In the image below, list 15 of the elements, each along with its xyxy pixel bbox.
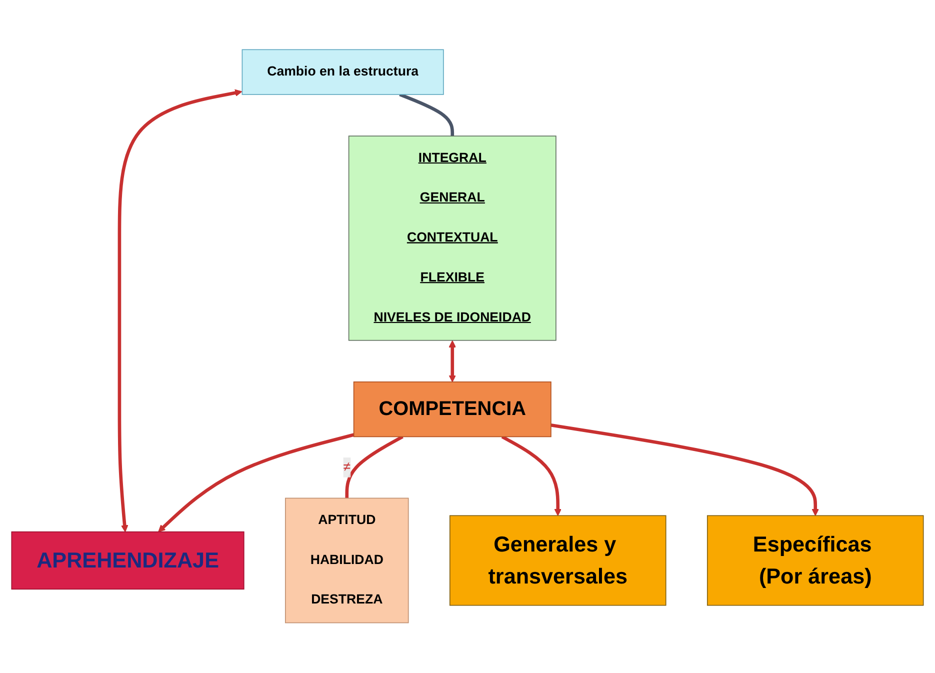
arrow: [501, 436, 562, 516]
arrow: [158, 433, 354, 532]
arrow: [118, 90, 242, 532]
connector: [399, 93, 454, 136]
diagram: ≠ Cambio en la estructura APREHENDIZAJE INTEGRAL GENERAL CONTEXTUAL FLEXIBLE NIVELES DE IDONEIDAD COMPETENCIA APTITUD HABILIDAD DESTREZA Generales y transversales Específicas (Por áreas): [5, 43, 930, 630]
node-box: [706, 516, 924, 606]
node-box: [449, 516, 666, 606]
arrow: [550, 424, 820, 516]
node-box: [242, 50, 444, 96]
node-box: [285, 498, 409, 624]
connector: [345, 436, 404, 498]
node-box: [11, 532, 244, 590]
arrow: [448, 340, 456, 382]
node-box: [353, 382, 552, 438]
node-box: [348, 136, 556, 342]
